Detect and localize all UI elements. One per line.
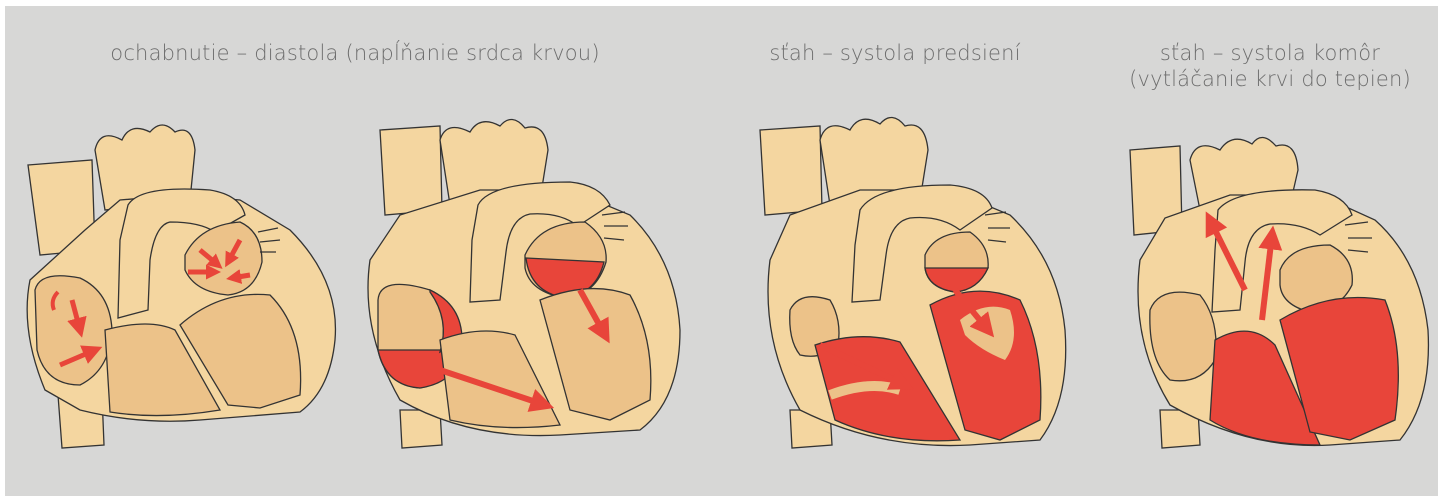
heart-diastole-2 — [368, 119, 680, 448]
heart-ventricular-systole — [1130, 137, 1428, 448]
heart-diastole-1 — [27, 125, 335, 448]
heart-atrial-systole — [760, 117, 1066, 448]
